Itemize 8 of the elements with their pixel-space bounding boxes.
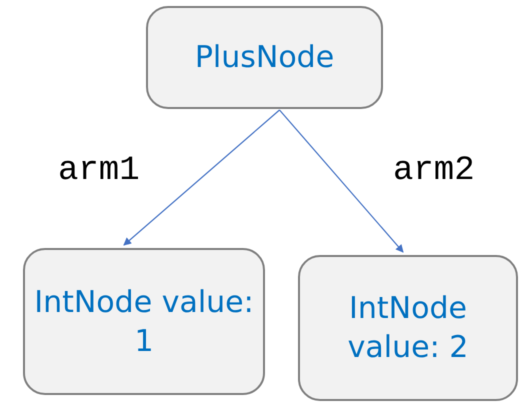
node-label: PlusNode: [194, 39, 334, 77]
node-box: [298, 255, 518, 401]
arrow: [279, 110, 404, 253]
node-box: [23, 248, 265, 395]
node-box: [146, 6, 383, 109]
node-label: IntNode value: 1: [33, 284, 255, 360]
arrow: [123, 110, 280, 246]
node-label: IntNode value: 2: [346, 290, 470, 367]
